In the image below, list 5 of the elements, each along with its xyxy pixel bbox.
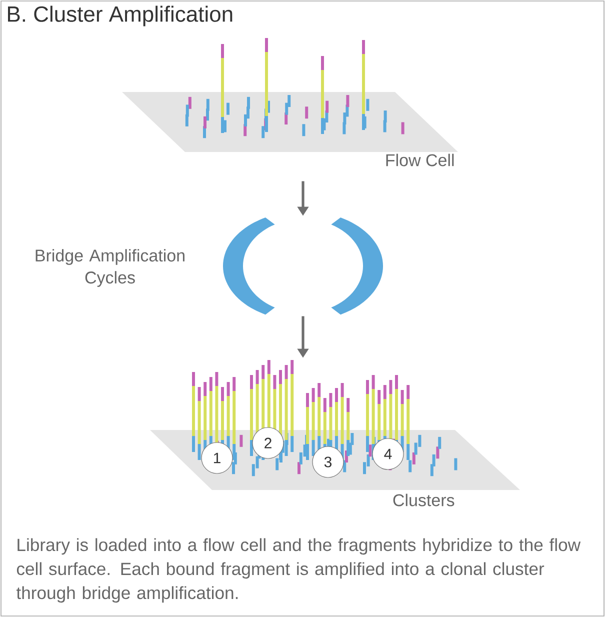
node-caption: Clusters <box>393 494 454 506</box>
caption: Library is loaded into a flow cell and the fragments hybridize to the flow cell surface. Each bound fragment is amplified into a clonal cluster through bridge amplification. <box>16 538 581 603</box>
title: B. Cluster Amplification <box>8 6 232 26</box>
node-caption: Bridge Amplification Cycles <box>36 249 184 287</box>
node-caption: Flow Cell <box>386 154 454 166</box>
